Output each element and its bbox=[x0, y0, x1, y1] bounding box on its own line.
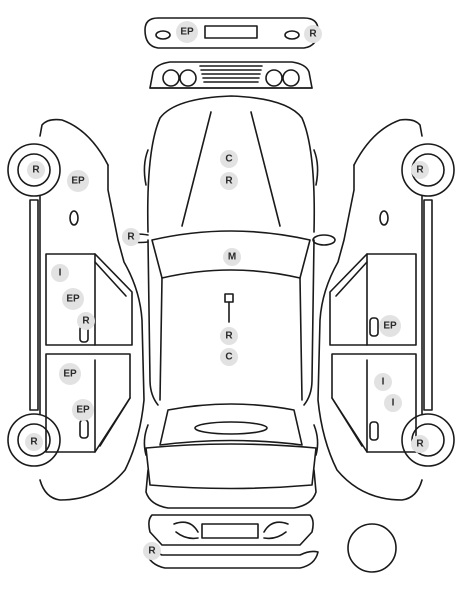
marker-label: EP bbox=[71, 176, 85, 187]
damage-marker-ep-left-rear-door[interactable]: EP bbox=[59, 363, 81, 385]
marker-badge bbox=[374, 373, 392, 391]
damage-marker-r-hood[interactable]: R bbox=[220, 172, 238, 190]
marker-badge bbox=[411, 161, 429, 179]
car-body-top bbox=[143, 95, 319, 509]
marker-badge bbox=[27, 161, 45, 179]
marker-label: M bbox=[228, 252, 236, 263]
damage-marker-r-left-mirror[interactable]: R bbox=[122, 228, 140, 246]
damage-marker-ep-left-front-door[interactable]: EP bbox=[62, 288, 84, 310]
right-side-body bbox=[317, 118, 455, 501]
rear-bumper[interactable] bbox=[145, 514, 319, 569]
marker-label: R bbox=[82, 316, 90, 327]
marker-label: I bbox=[59, 268, 62, 279]
marker-label: R bbox=[225, 176, 233, 187]
damage-marker-r-right-rear-wheel[interactable]: R bbox=[411, 435, 429, 453]
damage-marker-r-left-front-wheel[interactable]: R bbox=[27, 161, 45, 179]
right-mirror[interactable] bbox=[312, 234, 336, 246]
front-grille[interactable] bbox=[149, 61, 313, 89]
damage-marker-r-front-bumper[interactable]: R bbox=[304, 25, 322, 43]
marker-badge bbox=[384, 394, 402, 412]
damage-marker-r-rear-bumper[interactable]: R bbox=[143, 542, 161, 560]
marker-badge bbox=[51, 264, 69, 282]
marker-badge bbox=[122, 228, 140, 246]
marker-label: EP bbox=[383, 321, 397, 332]
marker-badge bbox=[59, 363, 81, 385]
marker-badge bbox=[220, 348, 238, 366]
marker-badge bbox=[176, 21, 198, 43]
marker-badge bbox=[220, 150, 238, 168]
damage-marker-i-right-rear-door-lower[interactable]: I bbox=[384, 394, 402, 412]
marker-label: R bbox=[225, 331, 233, 342]
marker-label: I bbox=[392, 398, 395, 409]
marker-badge bbox=[77, 312, 95, 330]
marker-badge bbox=[220, 172, 238, 190]
marker-badge bbox=[411, 435, 429, 453]
marker-label: R bbox=[32, 165, 40, 176]
marker-label: R bbox=[30, 437, 38, 448]
marker-label: R bbox=[416, 165, 424, 176]
damage-marker-ep-left-front-fender[interactable]: EP bbox=[67, 170, 89, 192]
damage-marker-r-right-front-wheel[interactable]: R bbox=[411, 161, 429, 179]
marker-label: I bbox=[382, 377, 385, 388]
marker-badge bbox=[67, 170, 89, 192]
marker-badge bbox=[220, 327, 238, 345]
damage-marker-m-windshield[interactable]: M bbox=[223, 248, 241, 266]
marker-badge bbox=[304, 25, 322, 43]
damage-marker-ep-left-rear-door-lower[interactable]: EP bbox=[72, 399, 94, 421]
front-bumper[interactable] bbox=[144, 17, 319, 49]
marker-badge bbox=[62, 288, 84, 310]
marker-label: R bbox=[309, 29, 317, 40]
marker-label: EP bbox=[180, 27, 194, 38]
marker-label: C bbox=[225, 154, 232, 165]
marker-label: EP bbox=[66, 294, 80, 305]
marker-badge bbox=[25, 433, 43, 451]
damage-marker-i-left-front-door[interactable]: I bbox=[51, 264, 69, 282]
marker-label: R bbox=[148, 546, 156, 557]
marker-badge bbox=[72, 399, 94, 421]
damage-marker-c-roof[interactable]: C bbox=[220, 348, 238, 366]
damage-marker-ep-right-front-door[interactable]: EP bbox=[379, 315, 401, 337]
damage-marker-ep-front-bumper[interactable]: EP bbox=[176, 21, 198, 43]
marker-label: R bbox=[127, 232, 135, 243]
marker-label: EP bbox=[76, 405, 90, 416]
marker-label: EP bbox=[63, 369, 77, 380]
marker-badge bbox=[223, 248, 241, 266]
damage-marker-i-right-rear-door[interactable]: I bbox=[374, 373, 392, 391]
marker-label: R bbox=[416, 439, 424, 450]
damage-marker-c-hood[interactable]: C bbox=[220, 150, 238, 168]
damage-marker-r-roof[interactable]: R bbox=[220, 327, 238, 345]
damage-marker-r-left-front-door[interactable]: R bbox=[77, 312, 95, 330]
marker-badge bbox=[379, 315, 401, 337]
damage-marker-r-left-rear-wheel[interactable]: R bbox=[25, 433, 43, 451]
legend-circle bbox=[347, 523, 397, 573]
marker-badge bbox=[143, 542, 161, 560]
marker-label: C bbox=[225, 352, 232, 363]
